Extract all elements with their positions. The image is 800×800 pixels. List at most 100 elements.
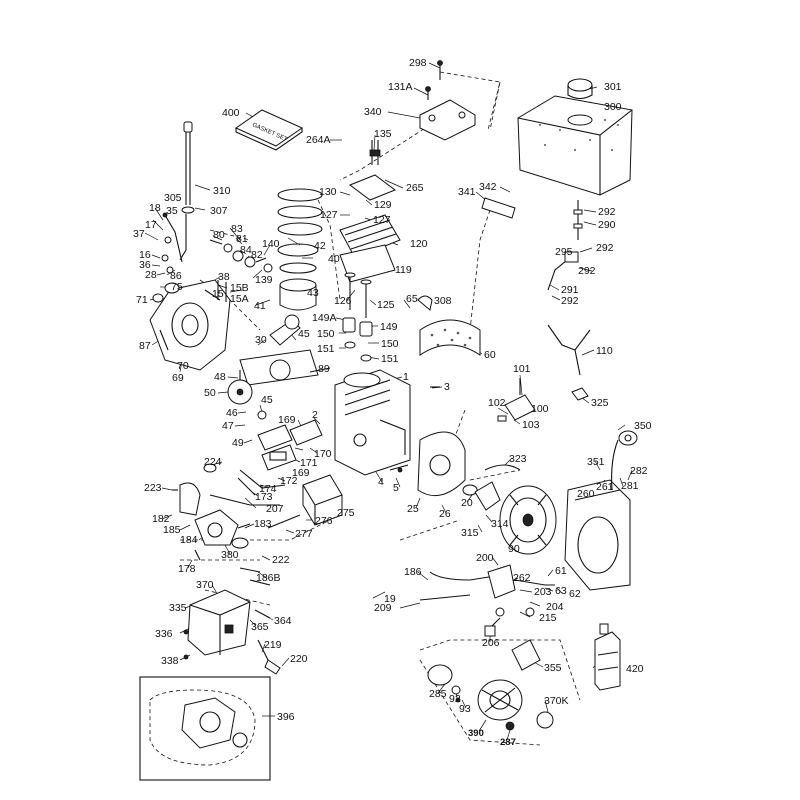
top-bracket <box>419 60 476 141</box>
label-178: 178 <box>178 563 196 575</box>
label-323: 323 <box>509 453 527 465</box>
label-396: 396 <box>277 711 295 723</box>
label-185: 185 <box>163 524 181 536</box>
label-200: 200 <box>476 552 494 564</box>
part-number-labels: 298 131A 301 300 400 340 264A 135 310 26… <box>133 57 652 748</box>
label-17: 17 <box>145 219 157 231</box>
label-219: 219 <box>264 639 282 651</box>
throttle-links <box>209 469 286 506</box>
recoil-parts <box>462 464 521 511</box>
label-65: 65 <box>406 293 418 305</box>
fuel-line <box>547 200 583 291</box>
label-87: 87 <box>139 340 151 352</box>
spark-plug <box>369 140 381 165</box>
intake-gaskets <box>257 419 323 471</box>
intake-elbow <box>172 463 217 516</box>
label-130: 130 <box>319 186 337 198</box>
label-16: 16 <box>139 249 151 261</box>
label-340: 340 <box>364 106 382 118</box>
label-307: 307 <box>210 205 228 217</box>
crankshaft-assembly <box>227 314 331 420</box>
label-75: 75 <box>171 281 183 293</box>
label-50: 50 <box>204 387 216 399</box>
label-338: 338 <box>161 655 179 667</box>
label-83: 83 <box>231 223 243 235</box>
label-82: 82 <box>251 249 263 261</box>
label-224: 224 <box>204 456 222 468</box>
air-cleaner <box>302 474 343 526</box>
label-365: 365 <box>251 621 269 633</box>
label-301: 301 <box>604 81 622 93</box>
label-350: 350 <box>634 420 652 432</box>
label-215: 215 <box>539 612 557 624</box>
label-62: 62 <box>569 588 581 600</box>
label-222: 222 <box>272 554 290 566</box>
label-310: 310 <box>213 185 231 197</box>
label-315: 315 <box>461 527 479 539</box>
wire-harness <box>547 324 591 376</box>
label-119: 119 <box>395 264 412 276</box>
clip-325 <box>571 387 589 401</box>
label-19: 19 <box>384 593 396 605</box>
label-169-a: 169 <box>278 414 296 426</box>
label-276: 276 <box>315 515 333 527</box>
label-186b: 186B <box>256 572 281 584</box>
label-149a: 149A <box>312 312 337 324</box>
label-351: 351 <box>587 456 605 468</box>
label-342: 342 <box>479 181 497 193</box>
oil-bottle <box>594 623 621 691</box>
label-92: 92 <box>449 693 461 705</box>
label-182: 182 <box>152 513 170 525</box>
label-40: 40 <box>328 253 340 265</box>
label-295: 295 <box>555 246 573 258</box>
fuel-tank <box>517 78 633 196</box>
head-plate <box>348 174 397 201</box>
label-277: 277 <box>295 528 313 540</box>
label-298: 298 <box>409 57 427 69</box>
label-45-b: 45 <box>261 394 273 406</box>
label-400: 400 <box>222 107 240 119</box>
label-364: 364 <box>274 615 292 627</box>
label-285: 285 <box>429 688 447 700</box>
label-61: 61 <box>555 565 567 577</box>
label-300: 300 <box>604 101 622 113</box>
label-25: 25 <box>407 503 419 515</box>
label-281: 281 <box>621 480 639 492</box>
air-intake-box <box>183 589 281 675</box>
ignition-module <box>497 378 536 422</box>
small-gov-parts <box>209 239 273 302</box>
label-335: 335 <box>169 602 187 614</box>
label-341: 341 <box>458 186 476 198</box>
gasket-set-packet: GASKET SET <box>234 109 304 151</box>
label-28: 28 <box>145 269 157 281</box>
label-150-a: 150 <box>317 328 335 340</box>
label-170: 170 <box>314 448 332 460</box>
label-204: 204 <box>546 601 564 613</box>
governor-linkage <box>152 212 183 303</box>
label-203: 203 <box>534 586 552 598</box>
label-41: 41 <box>254 300 266 312</box>
label-261: 261 <box>596 481 614 493</box>
label-81: 81 <box>236 233 248 245</box>
label-151-a: 151 <box>317 343 335 355</box>
label-264a: 264A <box>306 134 331 146</box>
label-292-c: 292 <box>578 265 596 277</box>
label-206: 206 <box>482 637 500 649</box>
label-370: 370 <box>196 579 214 591</box>
flywheel <box>499 485 557 555</box>
cylinder-block <box>334 369 411 476</box>
label-171: 171 <box>300 457 318 469</box>
tank-bracket <box>481 197 516 219</box>
engine-parts: GASKET SET <box>139 60 638 781</box>
label-48: 48 <box>214 371 226 383</box>
label-35: 35 <box>166 205 178 217</box>
label-71: 71 <box>136 294 148 306</box>
label-149: 149 <box>380 321 398 333</box>
carb-base <box>194 537 271 586</box>
label-262: 262 <box>513 572 531 584</box>
label-275: 275 <box>337 507 355 519</box>
label-93: 93 <box>459 703 471 715</box>
label-380: 380 <box>221 549 239 561</box>
label-60: 60 <box>484 349 496 361</box>
